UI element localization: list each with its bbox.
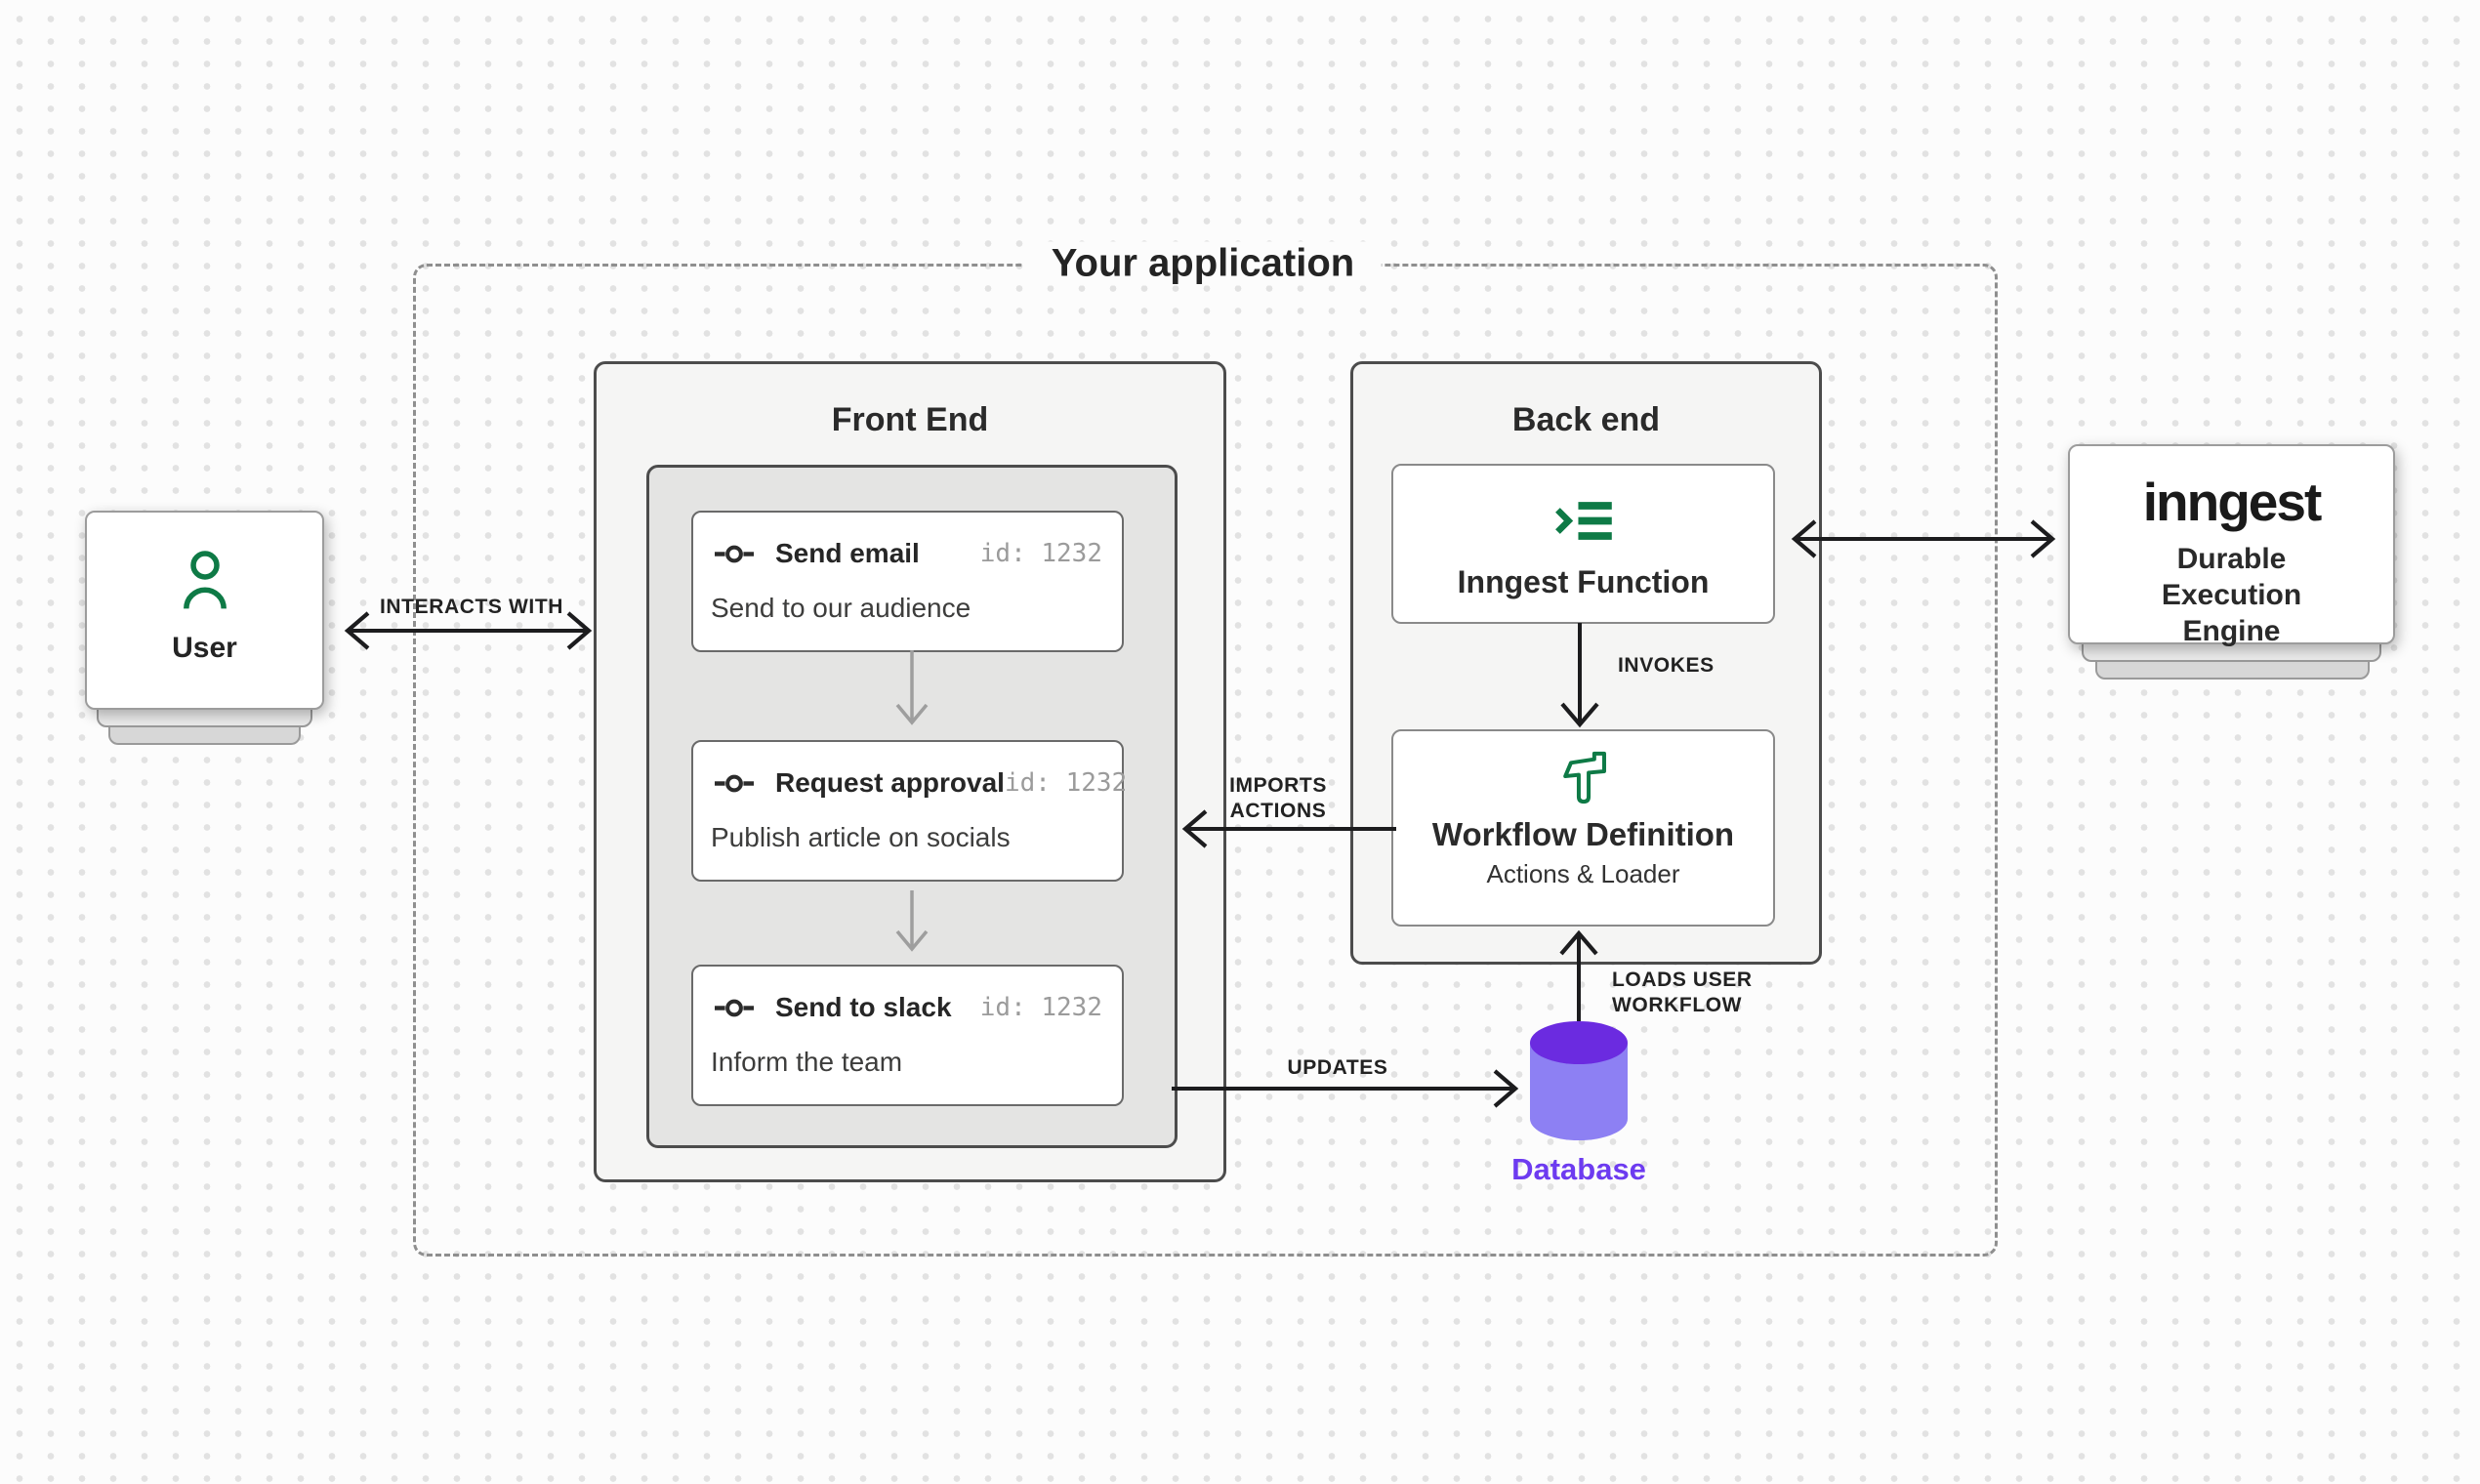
your-application-title: Your application	[1023, 241, 1383, 286]
database-label: Database	[1511, 1152, 1646, 1186]
terminal-list-icon	[1554, 502, 1612, 540]
updates-label: UPDATES	[1287, 1056, 1388, 1079]
step-header: Send email id: 1232	[711, 538, 1102, 569]
commit-icon	[715, 999, 754, 1016]
commit-icon	[715, 774, 754, 792]
step-id: id: 1232	[1004, 768, 1128, 798]
workflow-definition-node: Workflow Definition Actions & Loader	[1391, 729, 1775, 927]
person-icon	[183, 551, 227, 609]
step-title: Send to slack	[775, 992, 952, 1022]
workflow-step-send-to-slack: Send to slack id: 1232 Inform the team	[691, 965, 1124, 1106]
imports-actions-label: IMPORTS ACTIONS	[1229, 774, 1327, 822]
engine-description: Durable Execution Engine	[2161, 543, 2302, 647]
inngest-logo: inngest	[2142, 472, 2323, 532]
inngest-function-label: Inngest Function	[1457, 564, 1710, 599]
step-header: Send to slack id: 1232	[711, 992, 1102, 1023]
loads-user-workflow-label: LOADS USER WORKFLOW	[1612, 969, 1753, 1016]
step-id: id: 1232	[979, 993, 1102, 1022]
step-title: Request approval	[775, 767, 1005, 798]
workflow-definition-subtitle: Actions & Loader	[1486, 859, 1680, 888]
user-label: User	[172, 632, 237, 664]
inngest-function-node: Inngest Function	[1391, 464, 1775, 624]
commit-icon	[715, 545, 754, 562]
database-cylinder-icon	[1530, 1021, 1628, 1140]
step-description: Send to our audience	[711, 593, 971, 623]
inngest-engine-node: inngest Durable Execution Engine	[2068, 444, 2395, 647]
back-end-box: Back end Inngest Function Workflow Defin…	[1350, 361, 1822, 965]
user-node: User	[85, 511, 324, 710]
workflow-definition-title: Workflow Definition	[1431, 816, 1735, 852]
workflow-step-send-email: Send email id: 1232 Send to our audience	[691, 511, 1124, 652]
front-end-title: Front End	[831, 401, 989, 438]
step-id: id: 1232	[979, 539, 1102, 568]
invokes-label: INVOKES	[1618, 654, 1715, 677]
workflow-step-request-approval: Request approval id: 1232 Publish articl…	[691, 740, 1127, 882]
workflow-steps-panel: Send email id: 1232 Send to our audience…	[646, 465, 1178, 1148]
step-header: Request approval id: 1232	[711, 767, 1127, 799]
step-description: Inform the team	[711, 1047, 903, 1077]
step-title: Send email	[775, 538, 920, 568]
interacts-with-label: INTERACTS WITH	[379, 596, 564, 618]
hammer-icon	[1562, 751, 1606, 804]
back-end-title: Back end	[1511, 401, 1661, 438]
step-description: Publish article on socials	[711, 822, 1011, 852]
